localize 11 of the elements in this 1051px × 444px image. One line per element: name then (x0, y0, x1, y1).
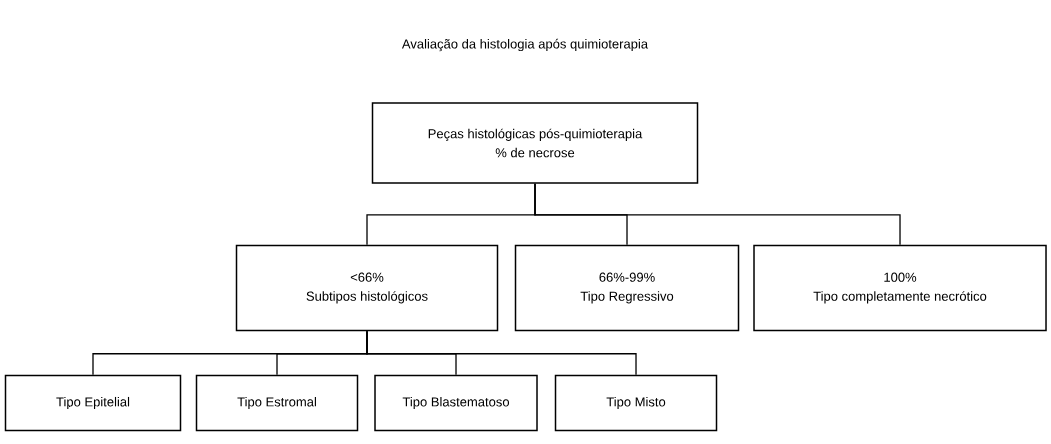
process-box: Tipo Epitelial (4, 374, 182, 432)
process-box: Tipo Misto (554, 374, 718, 432)
process-box: 66%-99% Tipo Regressivo (514, 244, 740, 332)
process-box: Peças histológicas pós-quimioterapia % de necrose (371, 102, 699, 184)
process-box: <66% Subtipos histológicos (235, 244, 499, 332)
process-box: 100% Tipo completamente necrótico (753, 244, 1047, 332)
connector-line (366, 330, 637, 376)
process-box: Tipo Estromal (195, 374, 359, 432)
process-box: Tipo Blastematoso (374, 374, 538, 432)
connector-line (534, 183, 901, 246)
title: Avaliação da histologia após quimioterapia (401, 38, 649, 52)
